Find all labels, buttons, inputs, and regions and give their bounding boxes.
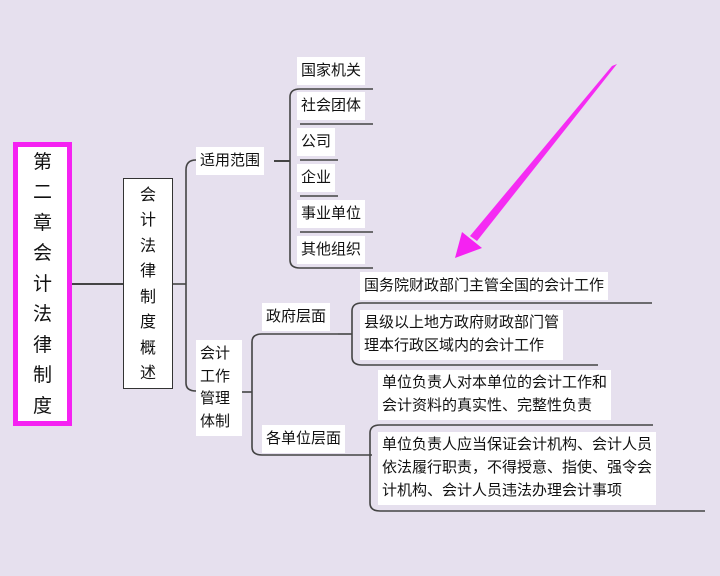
scope-item[interactable]: 事业单位 (297, 200, 366, 228)
unit-item[interactable]: 单位负责人对本单位的会计工作和 会计资料的真实性、完整性负责 (378, 370, 612, 420)
scope-item[interactable]: 企业 (297, 164, 336, 192)
scope-item[interactable]: 国家机关 (297, 57, 366, 85)
government-item[interactable]: 县级以上地方政府财政部门管 理本行政区域内的会计工作 (360, 310, 564, 360)
overview-char: 概 (139, 337, 156, 357)
overview-node[interactable]: 会 计 法 律 制 度 概 述 (123, 178, 173, 389)
government-item-line: 县级以上地方政府财政部门管 (364, 313, 560, 331)
management-line: 体制 (200, 411, 231, 430)
root-char: 计 (32, 272, 52, 295)
overview-char: 计 (139, 210, 156, 229)
government-level-node[interactable]: 政府层面 (262, 303, 331, 331)
overview-char: 会 (139, 184, 156, 204)
scope-node[interactable]: 适用范围 (196, 147, 265, 175)
arrow-down-left-icon (455, 64, 617, 258)
overview-char: 度 (139, 312, 156, 331)
unit-item[interactable]: 单位负责人应当保证会计机构、会计人员 依法履行职责，不得授意、指使、强令会 计机… (378, 432, 657, 505)
root-char: 制 (32, 364, 52, 387)
root-char: 律 (32, 333, 52, 356)
overview-char: 述 (139, 363, 156, 382)
scope-item[interactable]: 其他组织 (297, 236, 366, 264)
government-item[interactable]: 国务院财政部门主管全国的会计工作 (360, 272, 609, 300)
root-char: 二 (32, 181, 52, 204)
unit-level-node[interactable]: 各单位层面 (262, 425, 346, 453)
root-char: 法 (32, 303, 52, 326)
unit-item-line: 计机构、会计人员违法办理会计事项 (382, 481, 623, 499)
overview-char: 法 (139, 235, 156, 255)
root-node[interactable]: 第 二 章 会 计 法 律 制 度 (13, 142, 72, 426)
management-line: 会计 (200, 344, 231, 362)
management-line: 工作 (200, 366, 231, 385)
scope-item[interactable]: 公司 (297, 128, 336, 156)
root-char: 会 (32, 242, 52, 265)
management-node[interactable]: 会计 工作 管理 体制 (196, 340, 242, 436)
unit-item-line: 单位负责人应当保证会计机构、会计人员 (382, 435, 653, 453)
scope-item[interactable]: 社会团体 (297, 92, 366, 120)
government-item-line: 国务院财政部门主管全国的会计工作 (364, 276, 605, 294)
unit-item-line: 依法履行职责，不得授意、指使、强令会 (382, 458, 653, 476)
government-item-line: 理本行政区域内的会计工作 (364, 336, 545, 354)
root-char: 章 (32, 211, 52, 234)
unit-item-line: 单位负责人对本单位的会计工作和 (382, 373, 608, 391)
root-char: 第 (32, 150, 52, 173)
root-char: 度 (32, 394, 52, 417)
overview-char: 制 (139, 286, 156, 306)
unit-item-line: 会计资料的真实性、完整性负责 (382, 396, 593, 414)
management-line: 管理 (200, 389, 231, 407)
overview-char: 律 (139, 261, 156, 280)
